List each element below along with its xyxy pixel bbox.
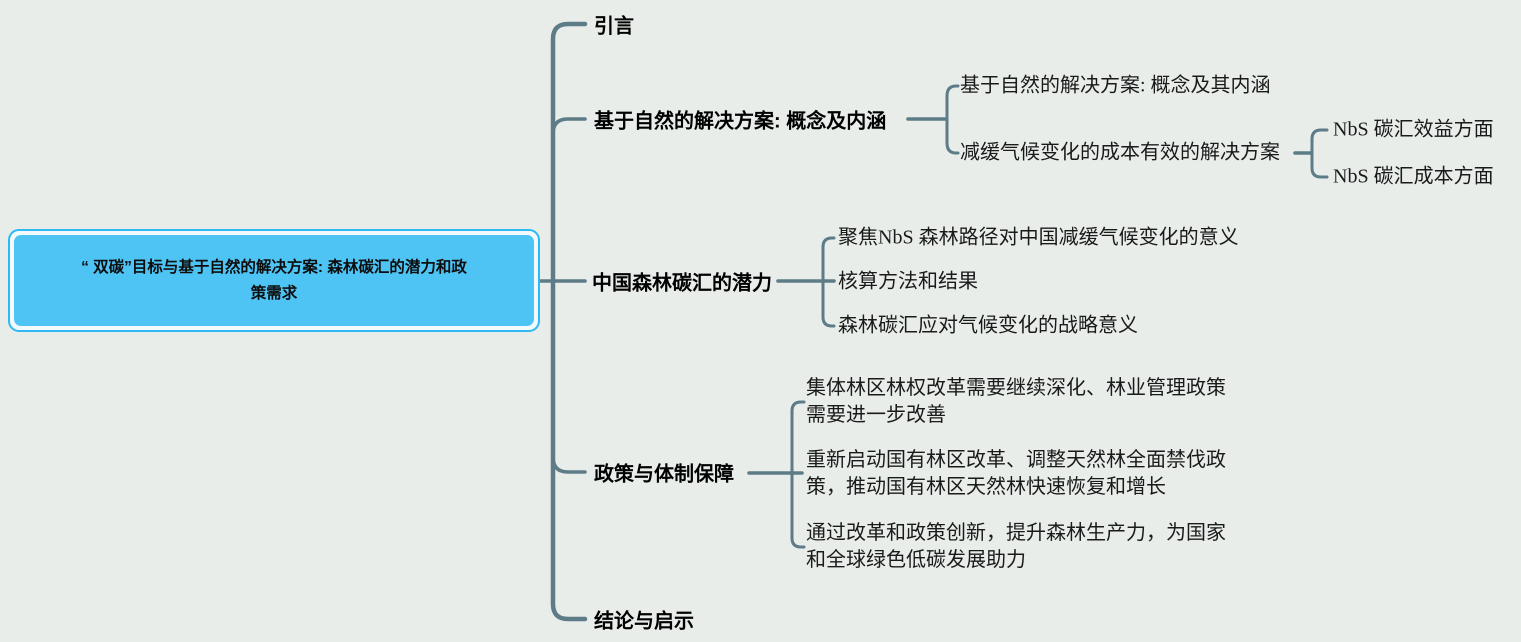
node-focus-nbs-forest-path[interactable]: 聚焦NbS 森林路径对中国减缓气候变化的意义 xyxy=(838,226,1239,249)
node-cost-effective-solution[interactable]: 减缓气候变化的成本有效的解决方案 xyxy=(960,141,1280,164)
stub-nbs-concept xyxy=(551,117,587,136)
node-introduction[interactable]: 引言 xyxy=(594,15,634,38)
node-nbs-carbon-benefit[interactable]: NbS 碳汇效益方面 xyxy=(1333,118,1494,141)
node-china-forest-carbon-potential[interactable]: 中国森林碳汇的潜力 xyxy=(592,272,772,295)
brace-nbs-items xyxy=(1310,128,1329,179)
brace-nbs-concept xyxy=(945,84,960,155)
node-accounting-methods-results[interactable]: 核算方法和结果 xyxy=(838,270,978,293)
node-reform-policy-innovation[interactable]: 通过改革和政策创新，提升森林生产力，为国家 和全球绿色低碳发展助力 xyxy=(806,522,1226,571)
trunk-line xyxy=(550,21,588,622)
stub-policy xyxy=(551,455,587,474)
node-collective-forest-reform[interactable]: 集体林区林权改革需要继续深化、林业管理政策 需要进一步改善 xyxy=(806,377,1226,426)
node-nbs-carbon-cost[interactable]: NbS 碳汇成本方面 xyxy=(1333,165,1494,188)
node-state-forest-reform[interactable]: 重新启动国有林区改革、调整天然林全面禁伐政 策，推动国有林区天然林快速恢复和增长 xyxy=(806,449,1226,498)
node-nbs-concept[interactable]: 基于自然的解决方案: 概念及内涵 xyxy=(594,110,887,133)
node-nbs-concept-detail[interactable]: 基于自然的解决方案: 概念及其内涵 xyxy=(960,74,1271,97)
node-root-label: “ 双碳”目标与基于自然的解决方案: 森林碳汇的潜力和政 策需求 xyxy=(14,235,534,326)
node-root[interactable]: “ 双碳”目标与基于自然的解决方案: 森林碳汇的潜力和政 策需求 xyxy=(8,229,540,332)
node-strategic-significance[interactable]: 森林碳汇应对气候变化的战略意义 xyxy=(838,314,1138,337)
brace-china-forest xyxy=(821,236,836,328)
node-policy-institutional-guarantee[interactable]: 政策与体制保障 xyxy=(594,463,734,486)
node-conclusion[interactable]: 结论与启示 xyxy=(594,610,694,633)
brace-policy xyxy=(790,400,806,549)
